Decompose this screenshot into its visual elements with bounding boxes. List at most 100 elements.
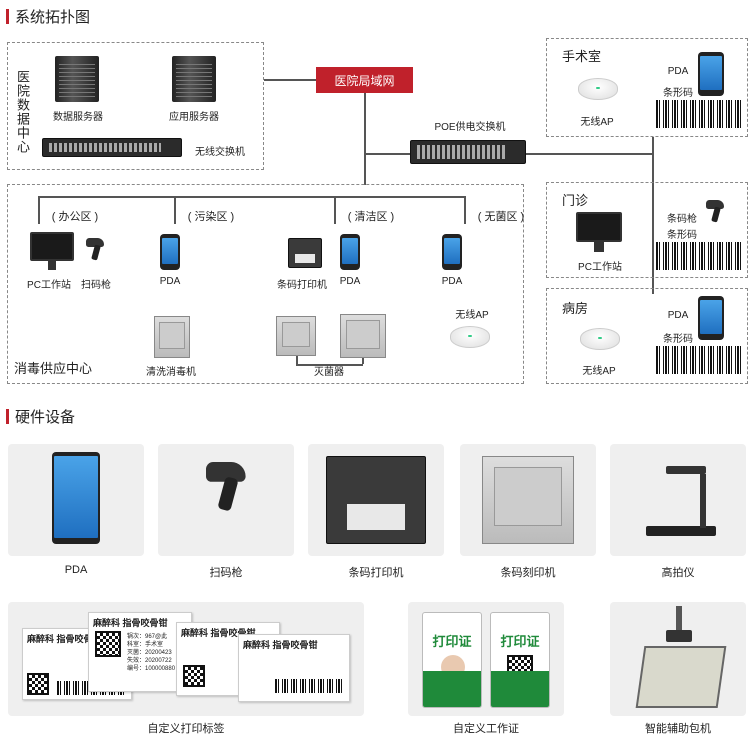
- hw-label-printer: 条码打印机: [348, 567, 404, 579]
- supply-pda-clean-label: PDA: [339, 276, 361, 287]
- id-badge: 打印证: [422, 612, 482, 708]
- section-title-text: 系统拓扑图: [15, 9, 91, 26]
- app-server-icon: [172, 56, 216, 102]
- hw-label-document-camera: 高拍仪: [661, 567, 695, 579]
- link-line: [364, 153, 410, 155]
- barcode-scanner-icon: [706, 200, 726, 222]
- label-line: 灭菌：20200423: [127, 650, 172, 656]
- barcode-printer-icon: [326, 456, 426, 544]
- supply-ap-label: 无线AP: [455, 310, 489, 321]
- ward-label: 病房: [562, 301, 589, 316]
- engraver-icon: [482, 456, 574, 544]
- link-line: [174, 196, 176, 224]
- barcode-scanner-icon: [206, 462, 250, 510]
- supply-center-label: 消毒供应中心: [14, 361, 93, 376]
- hw-label-custom-labels: 自定义打印标签: [147, 723, 225, 735]
- barcode-scanner-icon: [86, 238, 106, 260]
- washer-disinfector-icon: [154, 316, 190, 358]
- pda-icon: [160, 234, 180, 270]
- barcode-icon: [275, 679, 345, 693]
- ward-pda-label: PDA: [667, 310, 689, 321]
- hw-card-document-camera: [610, 444, 746, 556]
- label-text: 锅次：967@此 科室：手术室 灭菌：20200423 失效：20200722 …: [127, 633, 175, 673]
- ward-box: [546, 288, 748, 384]
- section-title-text: 硬件设备: [15, 409, 76, 426]
- supply-sterilizer-label: 灭菌器: [314, 367, 344, 378]
- qr-code-icon: [27, 673, 49, 695]
- supply-printer-label: 条码打印机: [277, 280, 327, 291]
- badge-title: 打印证: [500, 634, 540, 649]
- zone-clean: ( 清洁区 ): [347, 211, 395, 223]
- barcode-icon: [656, 100, 741, 128]
- wireless-switch-icon: [42, 138, 182, 157]
- ward-barcode-label: 条形码: [663, 334, 693, 345]
- link-line: [264, 79, 316, 81]
- pda-icon: [442, 234, 462, 270]
- barcode-printer-icon: [288, 238, 322, 268]
- zone-bus-line: [38, 196, 465, 198]
- supply-pda-dirty-label: PDA: [159, 276, 181, 287]
- hw-label-scanner: 扫码枪: [209, 567, 243, 579]
- label-header: 麻醉科 指骨咬骨钳: [243, 640, 318, 650]
- pc-workstation-icon: [30, 232, 74, 270]
- clinic-label: 门诊: [562, 193, 589, 208]
- label-header: 麻醉科 指骨咬骨钳: [181, 628, 256, 638]
- section-hardware-title: 硬件设备: [6, 406, 75, 427]
- pda-icon: [698, 52, 724, 96]
- zone-office: ( 办公区 ): [51, 211, 99, 223]
- wireless-ap-icon: [450, 326, 490, 348]
- pc-workstation-icon: [576, 212, 622, 252]
- camera-base-icon: [646, 526, 716, 536]
- link-line: [296, 364, 363, 366]
- operating-room-label: 手术室: [562, 49, 602, 64]
- or-ap-label: 无线AP: [580, 117, 614, 128]
- or-barcode-label: 条形码: [663, 88, 693, 99]
- clinic-pc-label: PC工作站: [578, 262, 622, 273]
- title-accent-bar: [6, 409, 9, 424]
- label-line: 科室：手术室: [127, 642, 164, 648]
- supply-pda-sterile-label: PDA: [441, 276, 463, 287]
- hw-card-engraver: [460, 444, 596, 556]
- title-accent-bar: [6, 9, 9, 24]
- link-line: [526, 153, 652, 155]
- link-line: [296, 356, 298, 364]
- data-server-icon: [55, 56, 99, 102]
- label-header: 麻醉科 指骨咬骨钳: [93, 618, 168, 628]
- pda-icon: [52, 452, 100, 544]
- supply-pc-label: PC工作站: [27, 280, 71, 291]
- supply-washer-label: 清洗消毒机: [146, 367, 196, 378]
- workbench-icon: [635, 646, 727, 708]
- id-badge: 打印证: [490, 612, 550, 708]
- zone-sterile: ( 无菌区 ): [477, 211, 525, 223]
- clinic-box: [546, 182, 748, 278]
- hw-card-pda: [8, 444, 144, 556]
- link-line: [364, 93, 366, 185]
- sterilizer-icon: [340, 314, 386, 358]
- barcode-icon: [656, 242, 741, 270]
- supply-scanner-label: 扫码枪: [81, 280, 111, 291]
- clinic-scanner-label: 条码枪: [667, 214, 697, 225]
- data-center-label: 医院数据中心: [15, 70, 30, 154]
- label-header: 麻醉科 指骨咬骨钳: [27, 634, 102, 644]
- qr-code-icon: [95, 631, 121, 657]
- hw-card-scanner: [158, 444, 294, 556]
- app-server-label: 应用服务器: [169, 112, 219, 123]
- zone-dirty: ( 污染区 ): [187, 211, 235, 223]
- operating-room-box: [546, 38, 748, 137]
- hw-card-printer: [308, 444, 444, 556]
- hw-label-pda: PDA: [64, 564, 88, 576]
- camera-arm-icon: [700, 474, 706, 528]
- print-label: 麻醉科 指骨咬骨钳 锅次：967@此 科室：手术室 灭菌：20200423 失效…: [88, 612, 192, 692]
- data-server-label: 数据服务器: [53, 112, 103, 123]
- link-line: [334, 196, 336, 224]
- data-center-box: [7, 42, 264, 170]
- ward-ap-label: 无线AP: [582, 366, 616, 377]
- label-line: 锅次：967@此: [127, 634, 168, 640]
- supply-center-box: [7, 184, 524, 384]
- hw-label-engraver: 条码刻印机: [500, 567, 556, 579]
- wireless-switch-label: 无线交换机: [195, 147, 245, 158]
- wireless-ap-icon: [580, 328, 620, 350]
- barcode-icon: [656, 346, 741, 374]
- qr-code-icon: [183, 665, 205, 687]
- poe-switch-icon: [410, 140, 526, 164]
